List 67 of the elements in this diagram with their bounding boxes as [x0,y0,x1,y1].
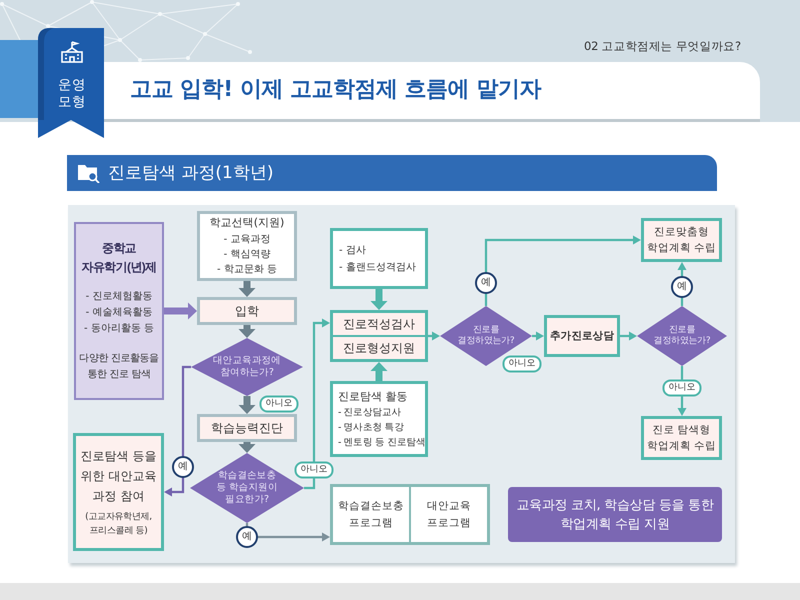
list-item: - 명사초청 특강 [338,421,404,435]
edge-label: 아니오 [260,396,298,412]
process-box [73,433,164,551]
question-text: 대안교육과정에 참여하는가? [212,355,282,379]
note-text: 다양한 진로활동을 통한 진로 탐색 [78,352,160,382]
list-item: - 진로상담교사 [338,406,402,420]
heading-text: 진로탐색 활동 [338,389,408,405]
activity-box [74,222,164,400]
section-heading: 진로탐색 과정(1학년) [108,163,274,184]
edge-label: 아니오 [662,380,702,396]
question-text: 진로를 결정하였는가? [652,325,712,347]
block-arrow [238,396,256,414]
decision-diamond [637,306,727,366]
info-banner [508,487,722,542]
arrow [246,523,330,542]
arrow [532,332,544,340]
step-label: 입학 [235,302,259,320]
page-title: 고교 입학! 이제 고교학점제 흐름에 맡기자 [130,76,541,104]
edge-label: 아니오 [294,462,334,478]
process-box [330,310,428,362]
step-label: 학습능력진단 [211,420,283,436]
split-cell-text: 진로형성지원 [342,340,416,356]
question-text: 진로를 결정하였는가? [456,325,516,347]
process-box [197,211,297,281]
block-arrow [238,325,256,338]
list-item: - 학교문화 등 [217,263,277,277]
split-cell-text: 대안교육 프로그램 [426,498,472,530]
list-item: - 진로체험활동 [86,290,152,304]
block-arrow [238,442,256,453]
list-item: - 검사 [339,244,366,258]
list-item: - 핵심역량 [224,248,270,262]
list-item: - 멘토링 등 진로탐색 [338,436,426,450]
block-arrow [370,362,388,381]
step-label: 추가진로상담 [550,329,614,343]
process-box [197,414,297,442]
arrow [304,318,330,490]
list-item: - 홀랜드성격검사 [339,260,416,274]
ribbon-label: 운영 모형 [58,77,86,111]
result-box [641,218,722,262]
split-cell: 진로적성검사 [333,313,425,337]
note-text: (고교자유학년제, 프리스콜레 등) [84,511,153,538]
block-arrow [164,302,197,320]
info-box [330,381,428,457]
step-label: 진로맞춤형 학업계획 수립 [646,225,718,256]
block-arrow [238,281,256,297]
step-label: 진로탐색 등을 위한 대안교육 과정 참여 [80,448,158,505]
decision-diamond [191,338,303,396]
list-item: - 예술체육활동 [86,306,152,320]
process-box [544,315,620,357]
heading-text: 학교선택(지원) [210,215,284,231]
heading-text: 중학교 자유학기(년)제 [80,240,158,276]
split-cell: 학습결손보충 프로그램 [333,487,411,542]
arrow [164,366,191,496]
program-box [330,484,490,545]
list-item: - 교육과정 [224,233,270,247]
page-subtitle: 02 고교학점제는 무엇일까요? [584,39,741,54]
arrow [620,332,637,340]
list-item: - 동아리활동 등 [84,322,154,336]
result-box [641,416,722,460]
edge-label: 아니오 [502,356,542,372]
banner-text: 교육과정 코치, 학습상담 등을 통한 학업계획 수립 지원 [516,496,715,534]
block-arrow [370,289,388,310]
step-label: 진로 탐색형 학업계획 수립 [646,423,718,454]
info-box [330,228,428,289]
process-box [197,297,297,325]
arrow [428,332,440,340]
question-text: 학습결손보충 등 학습지원이 필요한가? [216,470,278,506]
